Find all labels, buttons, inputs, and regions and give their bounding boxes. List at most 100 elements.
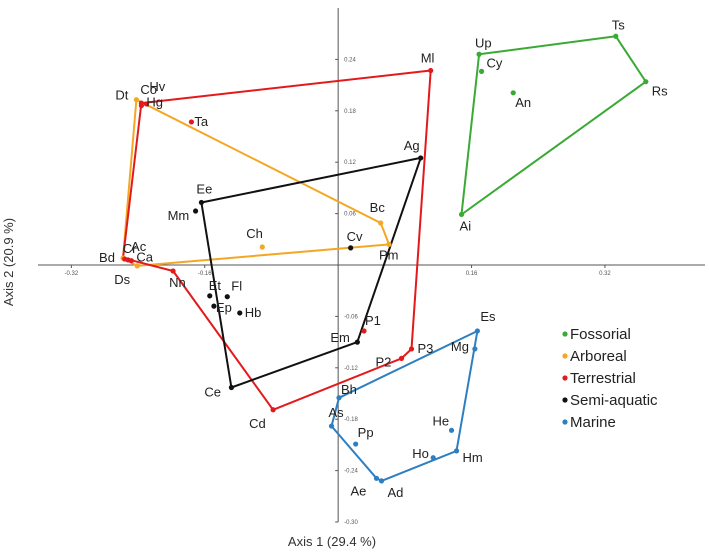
legend-label-fossorial: Fossorial [570, 326, 631, 343]
point-label-p3: P3 [418, 341, 434, 356]
point-label-ds: Ds [114, 272, 130, 287]
point-bc [378, 220, 384, 226]
point-ts [613, 33, 619, 39]
point-label-ch: Ch [246, 226, 263, 241]
point-rs [643, 79, 649, 85]
point-ml [428, 67, 434, 74]
point-label-pm: Pm [379, 247, 399, 262]
point-label-he: He [433, 413, 450, 428]
point-label-an: An [515, 95, 531, 110]
point-label-em: Em [330, 330, 350, 345]
point-label-es: Es [480, 309, 496, 324]
point-label-ad: Ad [388, 485, 404, 500]
legend-marker-arboreal [562, 353, 568, 359]
point-ch [259, 244, 265, 250]
point-label-ag: Ag [404, 138, 420, 153]
point-label-bd: Bd [99, 250, 115, 265]
legend-marker-fossorial [562, 331, 568, 337]
y-tick-label: -0.30 [344, 520, 358, 526]
point-p1 [361, 328, 367, 334]
point-label-ml: Ml [421, 51, 435, 66]
point-ae [373, 475, 380, 481]
x-tick-label: 0.16 [466, 271, 478, 277]
y-axis-label: Axis 2 (20.9 %) [1, 218, 16, 306]
point-ai [458, 211, 465, 218]
point-bh [336, 395, 342, 401]
point-p3 [408, 346, 415, 352]
point-label-hb: Hb [245, 305, 262, 320]
point-label-mm: Mm [168, 208, 190, 223]
legend-label-arboreal: Arboreal [570, 348, 627, 365]
legend-label-semi-aquatic: Semi-aquatic [570, 392, 658, 409]
point-ta [188, 119, 195, 125]
point-label-nn: Nn [169, 275, 186, 290]
point-nn [170, 268, 176, 274]
point-ce [228, 384, 235, 391]
point-label-as: As [328, 405, 344, 420]
point-pm [386, 241, 392, 248]
point-label-bh: Bh [341, 382, 357, 397]
x-tick-label: 0.32 [599, 271, 611, 277]
point-et [207, 293, 213, 299]
point-label-p1: P1 [365, 313, 381, 328]
legend-marker-terrestrial [562, 375, 568, 381]
point-hv [143, 101, 149, 107]
point-labels: TsUpCyAnRsAiDtBcPmChBdDsMlCoHvHgTaCrAcCa… [99, 17, 668, 500]
point-es [474, 328, 480, 334]
point-label-mg: Mg [451, 339, 469, 354]
point-label-cv: Cv [347, 229, 363, 244]
point-mm [192, 208, 199, 214]
point-hb [237, 310, 243, 316]
y-tick-label: -0.06 [344, 314, 358, 320]
point-label-co: Co [140, 82, 157, 97]
point-he [448, 427, 455, 433]
point-label-ep: Ep [216, 300, 232, 315]
point-em [354, 339, 360, 345]
point-label-p2: P2 [376, 354, 392, 369]
point-p2 [398, 355, 405, 361]
point-label-ae: Ae [351, 483, 367, 498]
point-hm [453, 448, 460, 454]
point-up [476, 51, 482, 57]
hull-semi-aquatic [200, 156, 422, 389]
point-label-ac: Ac [131, 239, 147, 254]
point-label-hm: Hm [463, 450, 483, 465]
x-axis-label: Axis 1 (29.4 %) [288, 534, 376, 549]
legend: FossorialArborealTerrestrialSemi-aquatic… [562, 326, 658, 431]
point-an [510, 90, 516, 96]
point-hg [138, 103, 144, 109]
legend-label-marine: Marine [570, 414, 616, 431]
point-label-hv: Hv [149, 79, 165, 94]
point-fl [224, 294, 230, 300]
point-label-rs: Rs [652, 84, 668, 99]
point-pp [353, 441, 359, 447]
point-label-ta: Ta [194, 114, 209, 129]
point-mg [472, 346, 478, 352]
point-label-ca: Ca [136, 250, 153, 265]
x-tick-label: -0.16 [198, 271, 212, 277]
point-ds [134, 263, 140, 269]
point-label-et: Et [209, 278, 222, 293]
y-tick-label: 0.24 [344, 57, 356, 63]
data-points [120, 33, 649, 484]
point-ad [378, 478, 385, 484]
y-tick-label: -0.12 [344, 366, 358, 372]
legend-marker-semi-aquatic [562, 397, 568, 403]
legend-label-terrestrial: Terrestrial [570, 370, 636, 387]
point-dt [133, 97, 139, 103]
y-tick-label: -0.18 [344, 417, 358, 423]
legend-marker-marine [562, 419, 568, 425]
point-cv [348, 245, 354, 251]
point-label-cd: Cd [249, 416, 266, 431]
point-label-hg: Hg [146, 95, 163, 110]
point-label-ai: Ai [460, 218, 472, 233]
point-label-up: Up [475, 35, 492, 50]
point-as [328, 423, 335, 429]
point-label-ce: Ce [204, 385, 221, 400]
point-label-ho: Ho [412, 446, 429, 461]
point-ho [430, 455, 436, 461]
point-label-pp: Pp [358, 425, 374, 440]
point-label-cy: Cy [487, 55, 503, 70]
